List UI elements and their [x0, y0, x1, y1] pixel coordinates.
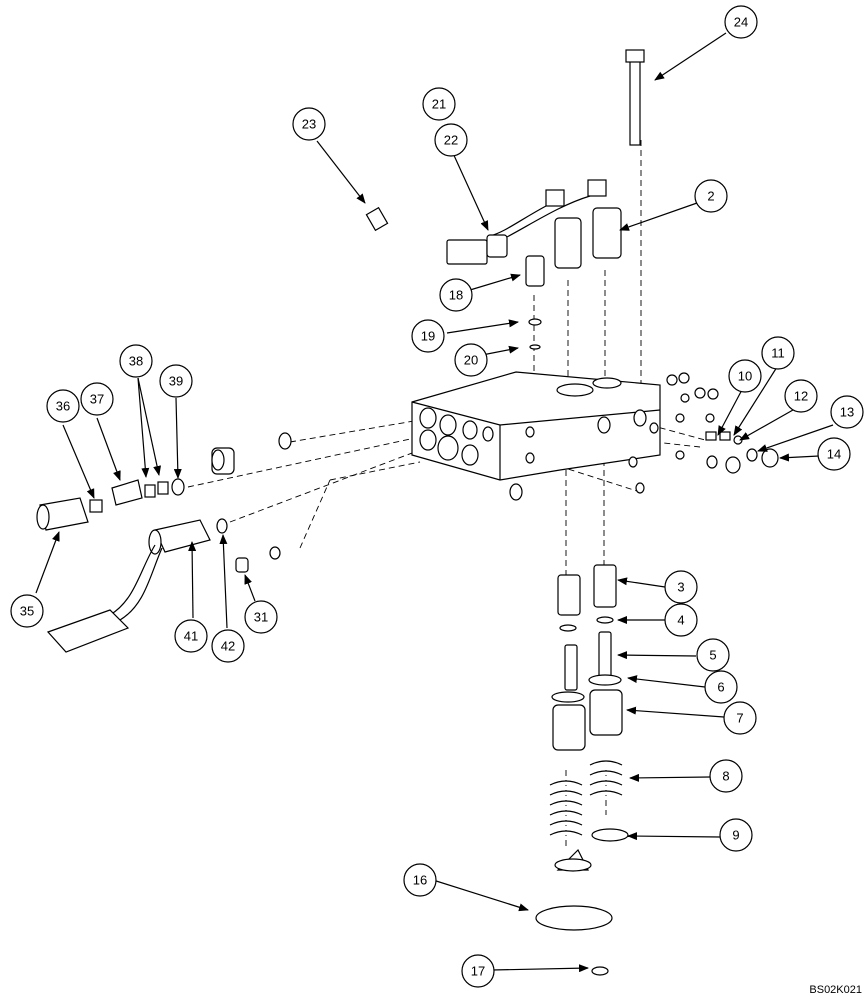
callout-38-label: 38 [129, 354, 143, 369]
callout-6-circle [704, 670, 738, 704]
callout-31-circle [244, 600, 278, 634]
lower-valve-parts [535, 564, 629, 976]
callout-31-label: 31 [254, 610, 268, 625]
callout-23-circle [292, 107, 326, 141]
callout-18-label: 18 [449, 288, 463, 303]
callout-11-label: 11 [771, 346, 785, 361]
callout-39-label: 39 [169, 374, 183, 389]
callout-14-circle [817, 437, 851, 471]
callout-22-label: 22 [444, 133, 458, 148]
callout-42-label: 42 [221, 639, 235, 654]
callout-24-label: 24 [734, 15, 748, 30]
callout-13-label: 13 [840, 405, 854, 420]
callout-11-circle [761, 336, 795, 370]
callout-5-circle [696, 638, 730, 672]
callout-20-circle [454, 343, 488, 377]
callout-41-circle [174, 619, 208, 653]
callout-9-label: 9 [732, 828, 739, 843]
callout-41-label: 41 [184, 629, 198, 644]
callout-4-label: 4 [677, 613, 684, 628]
callout-16-label: 16 [413, 873, 427, 888]
callout-21-label: 21 [432, 97, 446, 112]
valve-block [411, 371, 661, 481]
callout-8-circle [709, 759, 743, 793]
callout-2-circle [694, 179, 728, 213]
callout-20-label: 20 [464, 353, 478, 368]
callout-14-label: 14 [827, 447, 841, 462]
callout-18-circle [439, 278, 473, 312]
callout-36-label: 36 [56, 399, 70, 414]
callout-36-circle [46, 389, 80, 423]
callout-37-circle [80, 382, 114, 416]
callout-6-label: 6 [717, 680, 724, 695]
callout-10-circle [728, 359, 762, 393]
callout-17-label: 17 [471, 964, 485, 979]
drawing-reference-code: BS02K021 [809, 984, 862, 996]
callout-3-circle [664, 570, 698, 604]
callout-2-label: 2 [707, 189, 714, 204]
callout-12-circle [784, 379, 818, 413]
callout-labels: 24 21 22 23 2 18 19 20 38 36 37 39 10 11… [20, 15, 854, 979]
callouts [10, 5, 864, 988]
callout-24-circle [724, 5, 758, 39]
callout-35-label: 35 [20, 604, 34, 619]
callout-7-label: 7 [736, 711, 743, 726]
callout-17-circle [461, 954, 495, 988]
callout-4-circle [664, 603, 698, 637]
callout-5-label: 5 [709, 648, 716, 663]
callout-38-circle [119, 344, 153, 378]
left-side-parts [36, 432, 292, 653]
callout-21-circle [422, 87, 456, 121]
callout-42-circle [211, 629, 245, 663]
callout-13-circle [830, 395, 864, 429]
callout-19-circle [411, 319, 445, 353]
solenoid-assembly [365, 49, 645, 350]
callout-23-label: 23 [302, 117, 316, 132]
callout-12-label: 12 [794, 389, 808, 404]
callout-9-circle [719, 818, 753, 852]
callout-16-circle [403, 863, 437, 897]
leader-lines [35, 32, 834, 973]
callout-10-label: 10 [738, 369, 752, 384]
callout-39-circle [159, 364, 193, 398]
right-side-parts [509, 372, 779, 501]
callout-19-label: 19 [421, 329, 435, 344]
callout-35-circle [10, 594, 44, 628]
callout-37-label: 37 [90, 392, 104, 407]
callout-3-label: 3 [677, 580, 684, 595]
callout-22-circle [434, 123, 468, 157]
callout-8-label: 8 [722, 769, 729, 784]
callout-7-circle [723, 701, 757, 735]
